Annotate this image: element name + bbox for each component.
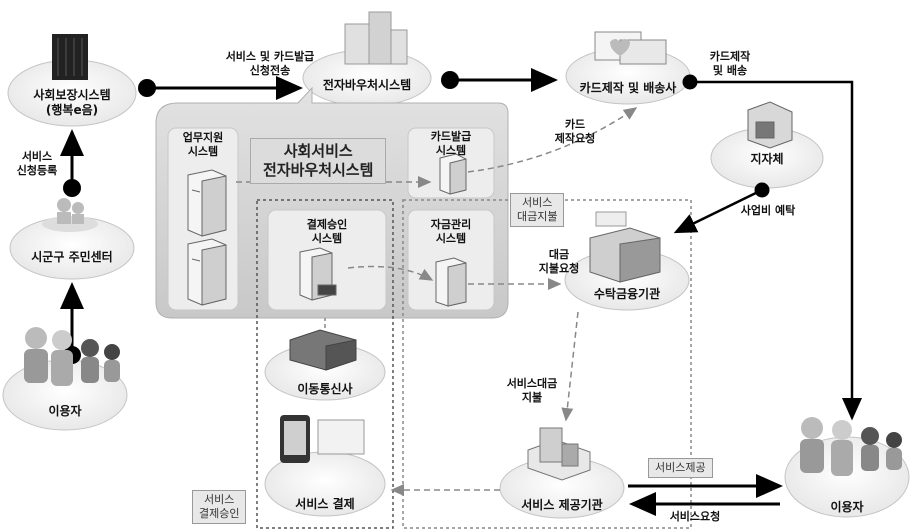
server-icon [187, 169, 227, 237]
trustee-bank-label: 수탁금융기관 [593, 287, 661, 301]
government-building-icon [747, 101, 793, 149]
server-icon [299, 247, 337, 301]
service-register-annotation: 서비스 신청등록 [16, 150, 58, 177]
fund-management-label: 자금관리 시스템 [430, 218, 472, 245]
social-security-label: 사회보장시스템 (행복e음) [33, 88, 111, 117]
card-issue-label: 카드발급 시스템 [430, 130, 472, 157]
user-right-label: 이용자 [830, 500, 864, 514]
user-left-label: 이용자 [48, 404, 82, 418]
dashed-bank-to-provider [561, 311, 579, 422]
service-payment-bank-annotation: 서비스대금 지불 [506, 377, 558, 404]
mobile-carrier-label: 이동통신사 [297, 382, 353, 396]
arrow-localgov-to-bank [673, 182, 770, 234]
local-gov-label: 지자체 [750, 152, 784, 166]
payment-request-annotation: 대금 지불요청 [538, 248, 580, 275]
card-maker-label: 카드제작 및 배송사 [579, 81, 677, 95]
business-deposit-annotation: 사업비 예탁 [740, 204, 796, 217]
phone-and-card-icon [280, 415, 365, 463]
users-group-icon [24, 327, 120, 386]
service-payment-label: 서비스 결제 [295, 497, 355, 511]
card-make-request-annotation: 카드 제작요청 [554, 118, 596, 145]
server-rack-icon [52, 34, 88, 80]
central-title: 사회서비스 전자바우처시스템 [250, 138, 387, 184]
service-card-request-annotation: 서비스 및 카드발급 신청전송 [225, 50, 315, 77]
service-fee-pay-tag: 서비스 대금지불 [510, 193, 565, 227]
card-make-deliver-annotation: 카드제작 및 배송 [709, 50, 751, 77]
mobile-carrier-building-icon [289, 329, 357, 371]
service-request-annotation: 서비스요청 [669, 510, 721, 523]
business-support-label: 업무지원 시스템 [182, 131, 224, 158]
server-icon [439, 153, 467, 195]
server-icon [187, 238, 227, 306]
dashed-card-to-cardmaker [467, 107, 638, 173]
arrow-card-to-user [682, 74, 862, 421]
building-icon [344, 11, 408, 65]
payment-approval-label: 결제승인 시스템 [306, 218, 348, 245]
bank-building-icon [589, 211, 661, 283]
provider-building-icon [527, 427, 591, 481]
provider-label: 서비스 제공기관 [521, 498, 603, 512]
service-payment-approval-tag: 서비스 결제승인 [192, 490, 247, 524]
payment-region [256, 199, 394, 529]
server-icon [435, 257, 467, 307]
district-center-label: 시군구 주민센터 [31, 250, 113, 264]
voucher-system-label: 전자바우처시스템 [322, 78, 412, 92]
users-group-icon [800, 417, 902, 476]
service-provide-tag: 서비스제공 [648, 458, 713, 478]
community-center-icon [42, 198, 98, 232]
card-icon [594, 31, 667, 65]
